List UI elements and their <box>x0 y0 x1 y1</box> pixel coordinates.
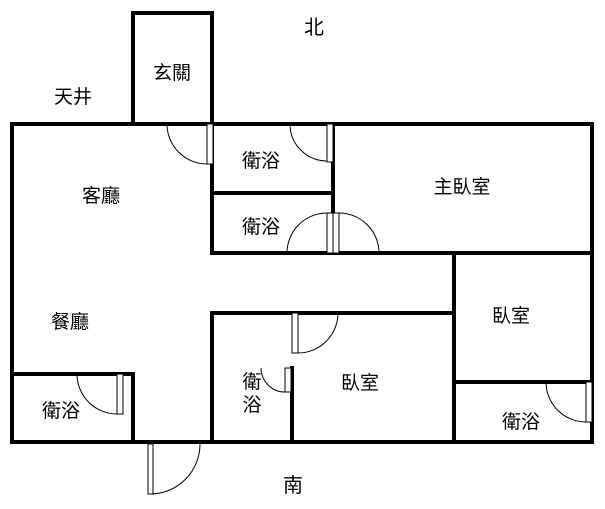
label-living-room: 客廳 <box>82 185 120 207</box>
door-master-swing <box>338 212 380 254</box>
labels: 北 南 天井 玄關 衛浴 衛浴 主臥室 客廳 餐廳 臥室 衛浴 衛 浴 臥室 衛… <box>42 15 540 497</box>
door-bedroom-center-swing <box>297 312 339 354</box>
label-light-well: 天井 <box>54 86 92 108</box>
door-bath-bottom-right-swing <box>545 381 587 423</box>
door-bath-center-leaf <box>284 367 292 393</box>
compass-north: 北 <box>304 15 324 39</box>
walls <box>10 11 594 444</box>
door-bath-top-leaf <box>326 123 334 163</box>
door-bath-bottom-left-swing <box>76 373 118 415</box>
door-bath-bottom-right-leaf <box>585 381 593 423</box>
door-entrance-swing <box>166 123 208 165</box>
label-bedroom-center: 臥室 <box>341 372 379 394</box>
door-bath-mid-leaf <box>326 212 334 254</box>
label-dining-room: 餐廳 <box>51 311 89 333</box>
door-main-leaf <box>147 443 154 495</box>
label-bath-bottom-left: 衛浴 <box>42 400 80 422</box>
door-bath-bottom-left-leaf <box>116 373 124 415</box>
label-master-bedroom: 主臥室 <box>433 176 490 198</box>
compass-south: 南 <box>283 473 303 497</box>
label-bath-bottom-right: 衛浴 <box>502 411 540 433</box>
label-bath-center-line2: 浴 <box>242 394 261 416</box>
label-bath-mid: 衛浴 <box>242 216 280 238</box>
door-bath-mid-swing <box>286 212 328 254</box>
entrance-walls <box>131 11 214 126</box>
outer-wall <box>10 122 594 444</box>
label-bath-top: 衛浴 <box>242 150 280 172</box>
label-bedroom-right: 臥室 <box>492 305 530 327</box>
label-bath-center-line1: 衛 <box>242 371 261 393</box>
label-entrance: 玄關 <box>153 62 191 84</box>
door-bath-top-swing <box>289 123 328 162</box>
door-bedroom-center-leaf <box>291 312 299 354</box>
door-master-leaf <box>332 212 340 254</box>
doors <box>76 123 593 495</box>
door-bath-center-swing <box>260 367 286 393</box>
door-main-swing <box>149 443 201 495</box>
door-entrance-leaf <box>206 123 214 165</box>
